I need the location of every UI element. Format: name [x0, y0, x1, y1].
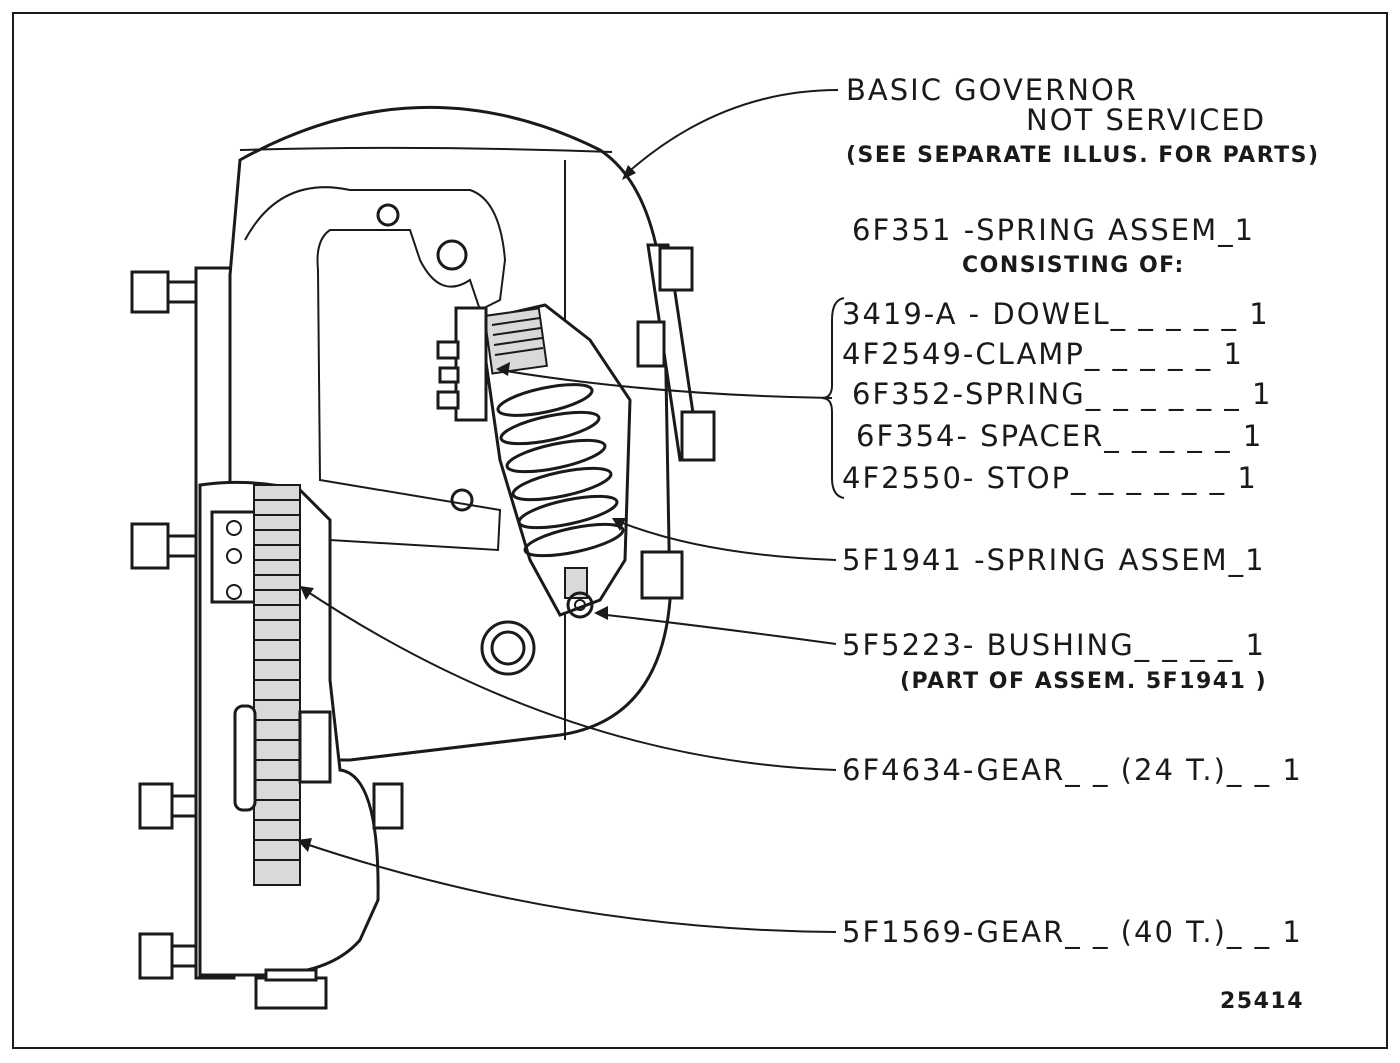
arrowhead-6f4634 [300, 586, 314, 600]
leader-gear-6f4634 [301, 587, 837, 771]
label-bushing-note: (PART OF ASSEM. 5F1941 ) [900, 669, 1267, 694]
bushing [566, 591, 594, 619]
label-part-spacer: 6F354- SPACER_ _ _ _ _ 1 [856, 419, 1263, 453]
arrowhead-5f1941 [612, 518, 626, 531]
right-nut-3 [680, 410, 716, 462]
gear-housing-bolt [372, 782, 404, 830]
left-bolt-1 [130, 270, 198, 314]
leader-spring-assem-6f351 [499, 369, 833, 399]
arrowhead-5f1569 [297, 838, 312, 852]
bottom-nut [254, 976, 328, 1010]
label-gear-6f4634: 6F4634-GEAR_ _ (24 T.)_ _ 1 [842, 753, 1303, 787]
bearing-ball-1 [226, 520, 242, 536]
casting-hole-lower [450, 488, 474, 512]
gear-teeth [254, 499, 300, 861]
label-basic-governor-line3: (SEE SEPARATE ILLUS. FOR PARTS) [846, 143, 1320, 168]
plug-inner [490, 630, 526, 666]
casting-hole-lever [436, 239, 468, 271]
gear-stack [253, 484, 301, 886]
casting-hole-upper [376, 203, 400, 227]
left-bolt-4 [138, 932, 198, 980]
arrowhead-6f351 [496, 362, 510, 376]
label-part-dowel: 3419-A - DOWEL_ _ _ _ _ 1 [842, 297, 1270, 331]
leader-spring-assem-5f1941 [614, 519, 837, 561]
clamp-bracket [454, 306, 488, 422]
label-spring-assem-5f1941: 5F1941 -SPRING ASSEM_1 [842, 543, 1266, 577]
casting-seam [239, 146, 613, 153]
clamp-bolt-2 [438, 366, 460, 384]
label-part-clamp: 4F2549-CLAMP_ _ _ _ _ 1 [842, 337, 1244, 371]
label-part-stop: 4F2550- STOP_ _ _ _ _ _ 1 [842, 461, 1258, 495]
right-nut-4 [640, 550, 684, 600]
brace-parts [821, 297, 845, 499]
left-bolt-2 [130, 522, 198, 570]
spring-stop [564, 567, 588, 599]
bearing [210, 510, 258, 604]
leader-gear-5f1569 [299, 841, 837, 933]
label-basic-governor-line2: NOT SERVICED [1026, 103, 1266, 137]
label-bushing: 5F5223- BUSHING_ _ _ _ 1 [842, 628, 1266, 662]
shaft-nut [298, 710, 332, 784]
leader-basic-governor [624, 89, 839, 176]
label-spring-assem-6f351: 6F351 -SPRING ASSEM_1 [852, 213, 1255, 247]
plug [480, 620, 536, 676]
shaft-boss [233, 704, 257, 812]
label-basic-governor-line1: BASIC GOVERNOR [846, 73, 1138, 107]
figure-number: 25414 [1220, 989, 1304, 1014]
right-nut-1 [658, 246, 694, 292]
bearing-ball-2 [226, 548, 242, 564]
label-gear-5f1569: 5F1569-GEAR_ _ (40 T.)_ _ 1 [842, 915, 1303, 949]
right-nut-2 [636, 320, 666, 368]
clamp-bolt-3 [436, 390, 460, 410]
arrowhead-bushing [594, 606, 608, 620]
bearing-ball-3 [226, 584, 242, 600]
label-part-spring: 6F352-SPRING_ _ _ _ _ _ 1 [852, 377, 1272, 411]
spring-dowel-thread [491, 317, 544, 356]
bottom-washer [264, 968, 318, 982]
label-consisting-of: CONSISTING OF: [962, 253, 1185, 278]
bushing-inner [574, 599, 586, 611]
arrowhead-basic-governor [622, 165, 636, 180]
figure-border [12, 12, 1388, 1049]
leader-bushing [597, 613, 837, 645]
coil-spring [496, 383, 625, 558]
clamp-bolt-1 [436, 340, 460, 360]
left-bolt-3 [138, 782, 198, 830]
